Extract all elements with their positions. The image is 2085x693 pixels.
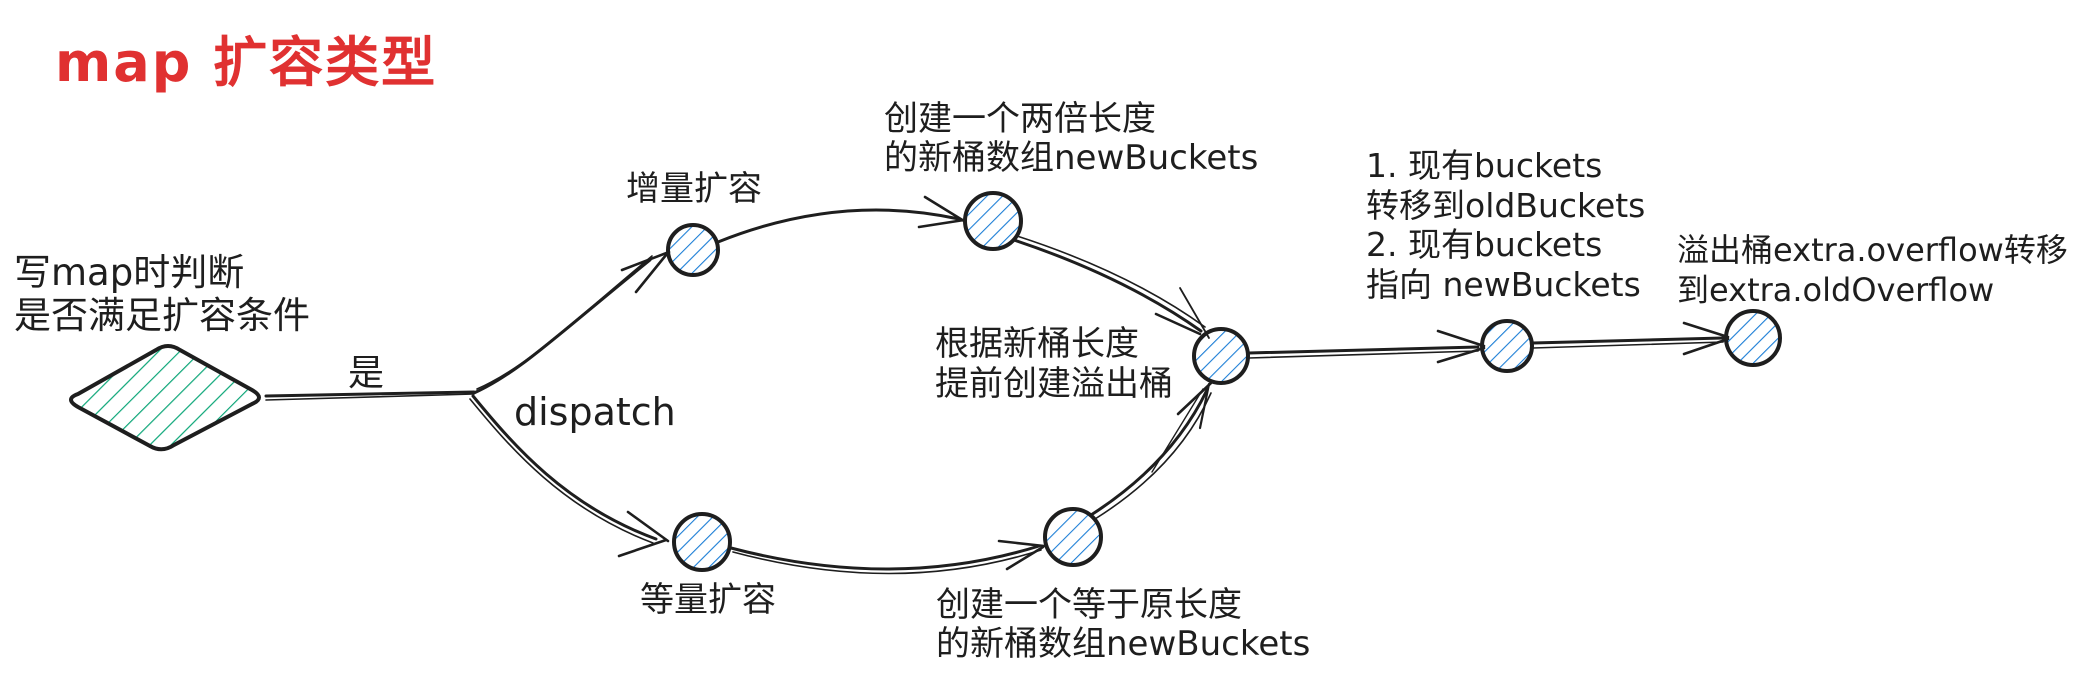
node-incremental-newbuckets [963,191,1023,251]
equal-create-label: 创建一个等于原长度 的新桶数组newBuckets [936,585,1311,665]
edge-equal-newbuckets [729,539,1046,575]
decision-label: 写map时判断 是否满足扩容条件 [14,251,310,337]
node-equal-newbuckets [1043,507,1103,567]
edge-dispatch-equal [469,394,670,558]
dispatch-edge-label: dispatch [514,390,676,434]
edge-equalnew-merge [1089,381,1213,520]
node-transfer [1480,319,1534,373]
overflow-transfer-label: 溢出桶extra.overflow转移 到extra.oldOverflow [1677,231,2068,309]
page-title: map 扩容类型 [55,31,438,94]
edge-newbuckets-merge [1012,235,1210,339]
edge-incremental-newbuckets [716,195,966,244]
edge-transfer-overflow [1531,321,1730,356]
incremental-branch-label: 增量扩容 [626,169,762,209]
edge-dispatch-incremental [472,250,671,395]
node-incremental [666,223,720,277]
node-merge [1192,327,1250,385]
equal-branch-label: 等量扩容 [640,580,776,620]
yes-edge-label: 是 [348,353,385,394]
edge-merge-transfer [1247,329,1486,364]
decision-diamond [69,344,261,452]
node-equal [672,512,732,572]
edge-yes [264,390,476,401]
node-overflow [1724,309,1782,367]
transfer-steps-label: 1. 现有buckets 转移到oldBuckets 2. 现有buckets … [1366,146,1646,304]
incremental-create-label: 创建一个两倍长度 的新桶数组newBuckets [884,99,1259,179]
merge-step-label: 根据新桶长度 提前创建溢出桶 [935,324,1173,405]
